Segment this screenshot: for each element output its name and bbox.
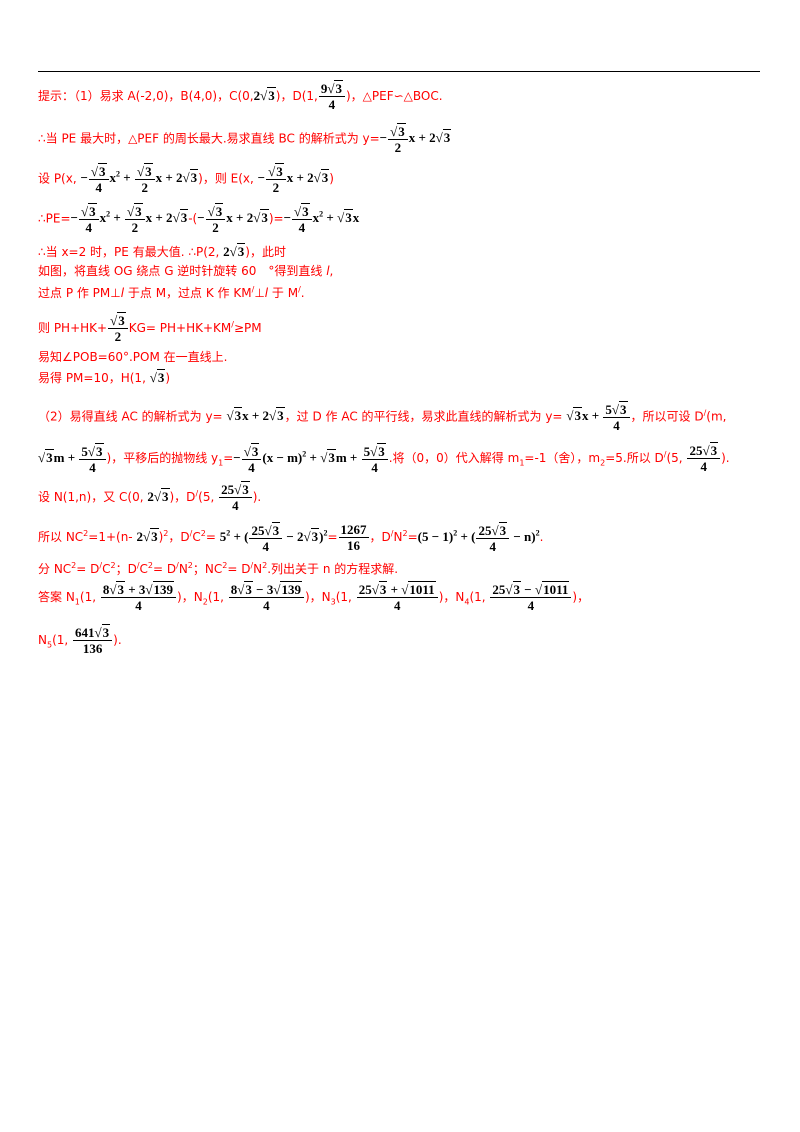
text-line-cases: 分 NC2= D/C2；D/C2= D/N2；NC2= D/N2.列出关于 n … [38, 561, 399, 576]
text-line-ac: （2）易得直线 AC 的解析式为 y= √3x + 2√3，过 D 作 AC 的… [38, 401, 727, 433]
text-line-hint: 提示：（1）易求 A(-2,0)，B(4,0)，C(0,2√3)，D(1,9√3… [38, 80, 443, 112]
text-line-max: ∴当 x=2 时，PE 有最大值. ∴P(2, 2√3)，此时 [38, 243, 286, 259]
text-line-perp: 过点 P 作 PM⊥l 于点 M，过点 K 作 KM/⊥l 于 M/. [38, 285, 305, 300]
text-line-bc-line: ∴当 PE 最大时，△PEF 的周长最大.易求直线 BC 的解析式为 y=−√3… [38, 123, 452, 155]
text-line-rotate: 如图，将直线 OG 绕点 G 逆时针旋转 60 °得到直线 l, [38, 264, 334, 278]
header-rule [38, 71, 760, 72]
text-line-pm: 易得 PM=10，H(1, √3) [38, 369, 171, 385]
text-line-collinear: 易知∠POB=60°.POM 在一直线上. [38, 350, 228, 364]
